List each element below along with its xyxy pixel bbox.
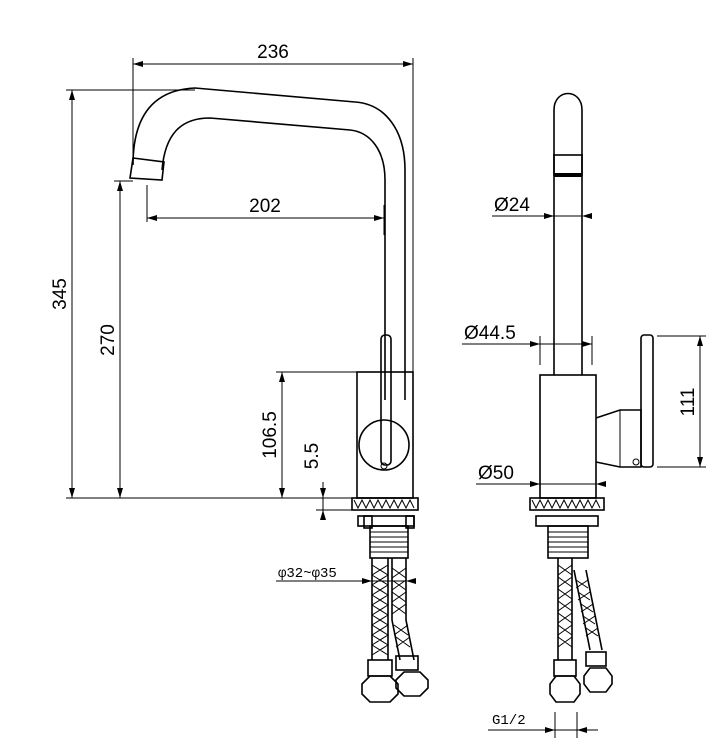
side-aerator <box>553 154 583 176</box>
dim-base-offset: 5.5 <box>302 443 323 469</box>
base-ring <box>351 497 419 511</box>
side-view: Ø24 Ø44.5 Ø50 111 G1/2 <box>462 92 706 738</box>
lever-handle <box>380 334 392 466</box>
dim-mount-hole: φ32~φ35 <box>278 566 337 582</box>
side-base-knurl <box>531 498 601 510</box>
side-base-ring <box>529 497 605 511</box>
side-shank-thread <box>548 531 588 553</box>
side-aerator-inner <box>554 173 582 177</box>
side-ferrule-right <box>585 651 607 667</box>
side-hose-left-braid <box>557 564 573 648</box>
front-view: 236 202 345 270 106.5 5.5 <box>50 42 429 703</box>
spout-inner-curve <box>161 117 386 400</box>
mount-nut <box>363 515 373 529</box>
spout-outer-curve <box>132 87 406 400</box>
side-spout <box>553 92 583 375</box>
side-body <box>539 374 597 499</box>
hose-nut-right <box>395 671 429 697</box>
dim-body-diameter: Ø44.5 <box>464 323 516 344</box>
side-nut-right <box>583 667 613 693</box>
mount-nut-2 <box>405 515 415 529</box>
side-ferrule-left <box>553 659 577 677</box>
side-mount-plate <box>535 515 599 527</box>
hose-ferrule-left <box>367 659 393 677</box>
dim-base-diameter: Ø50 <box>478 463 514 484</box>
shank-thread <box>370 531 408 553</box>
hose-left-braid <box>371 564 389 656</box>
knob-pin <box>380 462 388 470</box>
body-knob <box>358 419 410 471</box>
hose-nut-left <box>361 675 399 703</box>
dim-width-spout: 236 <box>257 42 289 63</box>
hose-right-braid <box>391 567 411 648</box>
hose-right <box>391 558 415 661</box>
dim-total-height: 345 <box>50 278 71 310</box>
dim-thread: G1/2 <box>492 713 526 729</box>
side-hose-right-braid <box>575 579 599 637</box>
spout-aerator <box>129 157 165 181</box>
base-knurl <box>353 498 415 510</box>
side-hose-right <box>573 569 603 651</box>
dim-body-height: 106.5 <box>260 411 281 459</box>
dim-spout-height: 270 <box>98 324 119 356</box>
hose-ferrule-right <box>395 655 419 671</box>
dim-spout-reach: 202 <box>249 196 281 217</box>
side-lever <box>640 334 654 468</box>
dim-handle-height: 111 <box>678 388 699 417</box>
side-nut-left <box>549 675 581 703</box>
dim-spout-diameter: Ø24 <box>494 195 530 216</box>
side-pin <box>632 458 640 466</box>
side-handle-arm <box>595 409 642 468</box>
